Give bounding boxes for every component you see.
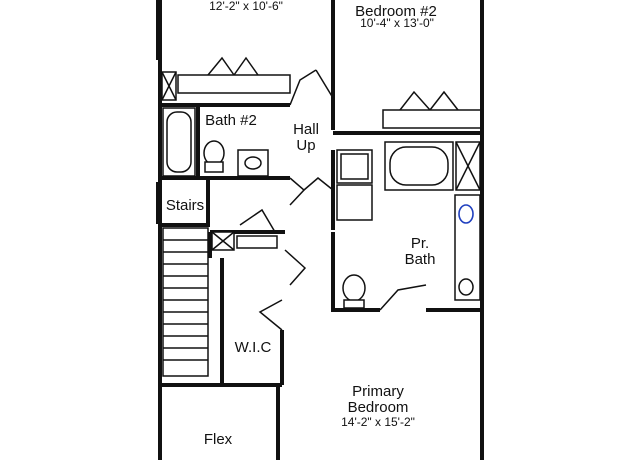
window-left-top	[156, 0, 161, 60]
wic-label: W.I.C	[235, 339, 272, 356]
bath2-label: Bath #2	[205, 112, 257, 129]
washer	[336, 149, 373, 184]
window-left-stairs	[156, 182, 161, 224]
exterior-walls	[156, 0, 484, 460]
closet-bedroom2	[382, 90, 483, 129]
closet-bedroom3	[161, 56, 291, 101]
stairs-label: Stairs	[166, 197, 204, 214]
bedroom2-label: Bedroom #2	[355, 3, 437, 20]
bedroom3-dimensions: 12'-2" x 10'-6"	[209, 0, 283, 13]
hall-doors	[239, 69, 334, 286]
sink-primary-2	[458, 278, 474, 296]
flex-label: Flex	[204, 431, 233, 448]
dryer	[336, 184, 373, 221]
pr-bath-label: Pr.	[411, 235, 429, 252]
primary-bedroom-label: Primary	[352, 383, 404, 400]
sink-bath2	[237, 149, 269, 177]
primary-bedroom-dimensions: 14'-2" x 15'-2"	[341, 415, 415, 429]
pr-bath-label-line2: Bath	[405, 251, 436, 268]
interior-walls	[160, 0, 482, 460]
bathtub-bath2	[162, 107, 196, 177]
bedroom2-dimensions: 10'-4" x 13'-0"	[360, 16, 434, 30]
bathtub-primary	[384, 141, 454, 191]
hall-label: Hall	[293, 121, 319, 138]
laundry	[336, 149, 373, 221]
primary-bedroom-label-line2: Bedroom	[348, 399, 409, 416]
sink-primary-1	[458, 204, 474, 224]
pr-bath-fixtures	[342, 141, 481, 311]
linen-closet	[211, 231, 278, 251]
hall-up-label: Up	[296, 137, 315, 154]
wic-door	[258, 299, 283, 331]
bath2-fixtures	[162, 107, 269, 177]
stairs-treads	[162, 227, 209, 377]
toilet-primary	[342, 274, 366, 302]
